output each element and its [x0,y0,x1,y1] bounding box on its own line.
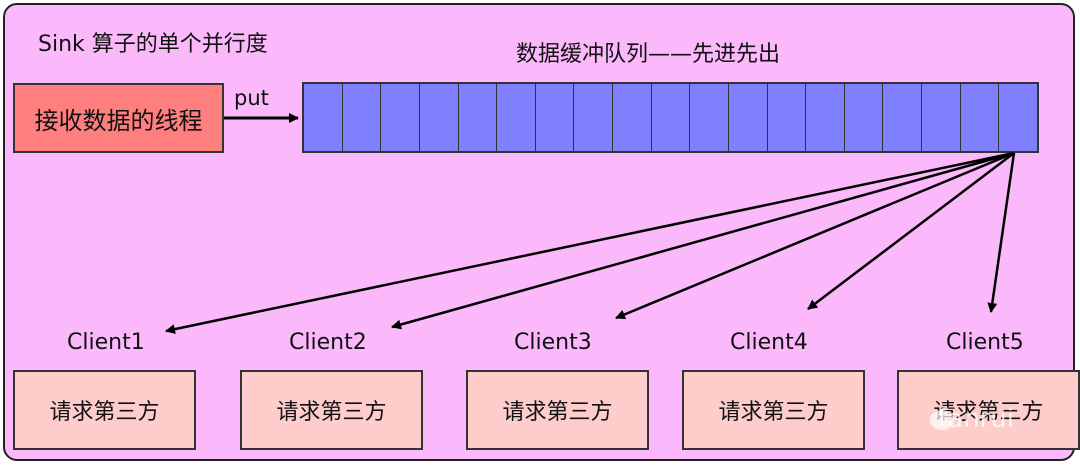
buffer-queue [302,82,1039,153]
queue-cell [768,84,807,151]
arrow-to-client2 [391,151,1015,330]
arrow-to-client3 [615,151,1015,320]
queue-title: 数据缓冲队列——先进先出 [516,42,781,67]
queue-cell [459,84,498,151]
client5-label: Client5 [946,330,1024,355]
client2-label: Client2 [289,330,367,355]
queue-cell [381,84,420,151]
queue-cell [729,84,768,151]
queue-cell [613,84,652,151]
diagram-title: Sink 算子的单个并行度 [38,32,268,57]
client4-request-box: 请求第三方 [682,370,865,450]
queue-cell [420,84,459,151]
queue-cell [304,84,343,151]
arrow-to-client5 [987,152,1016,313]
arrow-to-client4 [807,152,1015,310]
queue-cell [343,84,382,151]
arrow-to-client1 [165,151,1015,335]
client5-request-box: 请求第三方 [897,370,1080,450]
client4-label: Client4 [730,330,808,355]
client2-request-box: 请求第三方 [240,370,423,450]
wechat-icon [930,410,954,430]
queue-cell [922,84,961,151]
queue-cell [690,84,729,151]
queue-cell [574,84,613,151]
receiver-thread-box: 接收数据的线程 [13,83,224,153]
put-label: put [234,86,269,110]
queue-cell [497,84,536,151]
queue-cell [961,84,1000,151]
queue-cell [652,84,691,151]
client3-request-box: 请求第三方 [466,370,649,450]
queue-cell [883,84,922,151]
queue-cell [806,84,845,151]
watermark: fanrui [938,404,1014,434]
queue-cell [845,84,884,151]
client1-request-box: 请求第三方 [13,370,196,450]
client1-label: Client1 [67,330,145,355]
client3-label: Client3 [514,330,592,355]
queue-cell [536,84,575,151]
